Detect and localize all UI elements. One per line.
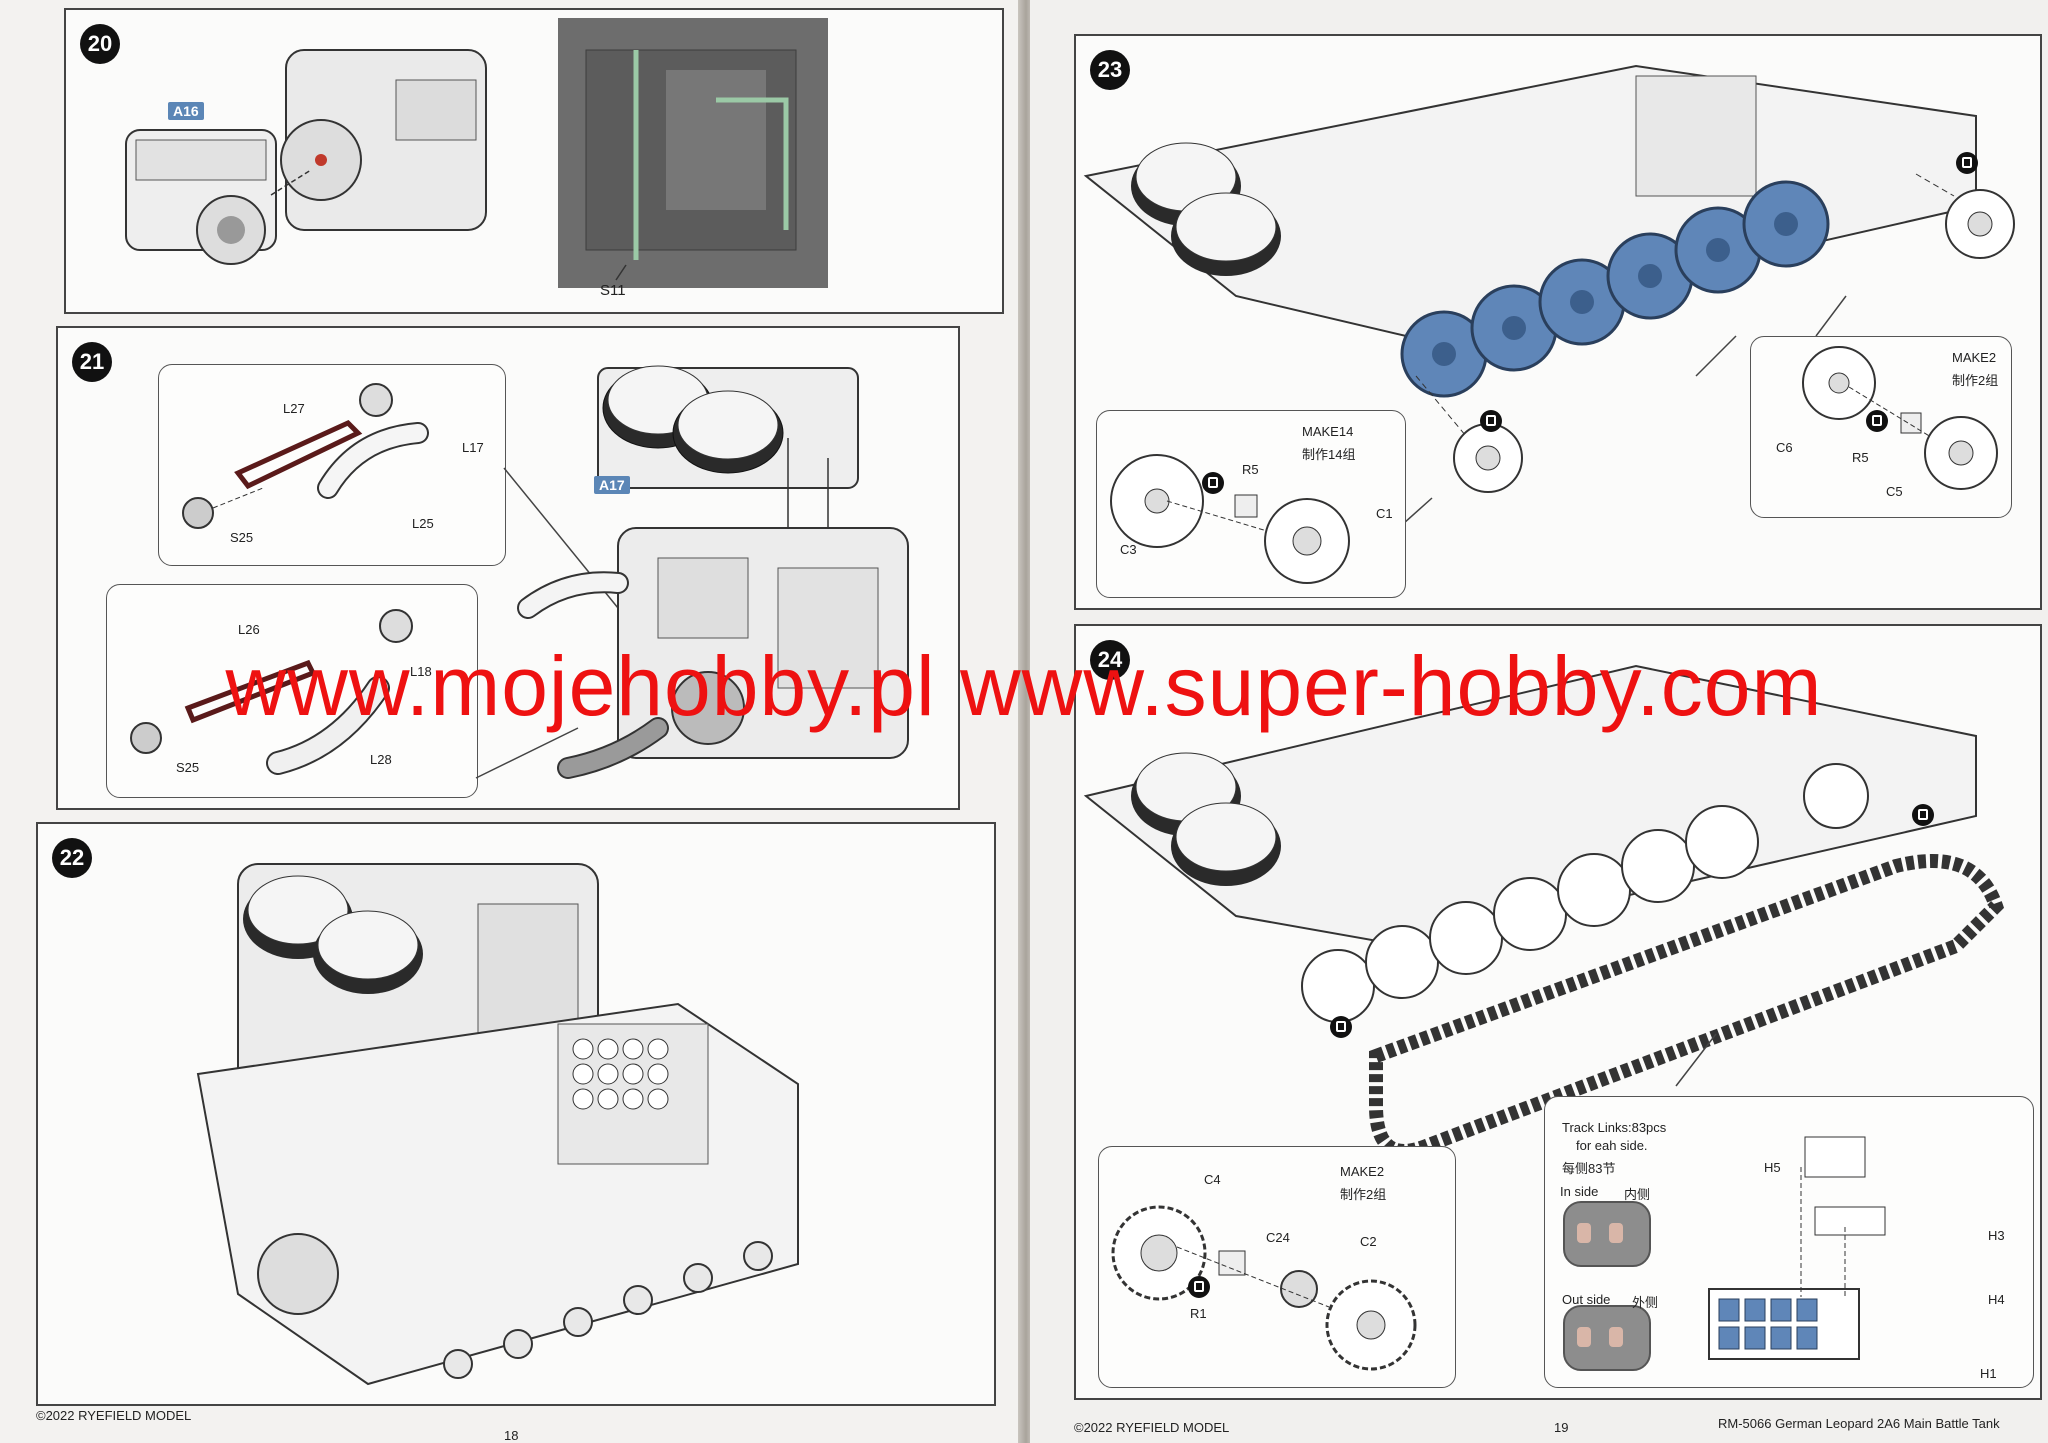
in-side-cn-label: 内侧 <box>1624 1187 1651 1202</box>
part-label-c4: C4 <box>1204 1172 1221 1187</box>
page-number: 19 <box>1554 1420 1569 1435</box>
make2-cn-label: 制作2组 <box>1952 373 1999 388</box>
step-20-panel: 20 A16 S11 <box>64 8 1004 314</box>
cement-icon <box>1188 1276 1210 1298</box>
watermark-text: www.mojehobby.pl www.super-hobby.com <box>225 639 1823 733</box>
part-label-c24: C24 <box>1266 1230 1290 1245</box>
make14-label: MAKE14 <box>1302 424 1354 439</box>
step-number: 24 <box>1090 640 1130 680</box>
sprocket-make2-label: MAKE2 <box>1340 1164 1385 1179</box>
part-label-l28: L28 <box>370 752 392 767</box>
track-link-inside-sample <box>1563 1201 1651 1267</box>
step-number: 23 <box>1090 50 1130 90</box>
cement-icon <box>1480 410 1502 432</box>
callout-sprocket-make2 <box>1098 1146 1456 1388</box>
road-wheels-illustration <box>1083 64 2015 567</box>
out-side-label: Out side <box>1562 1292 1611 1307</box>
part-label-r5: R5 <box>1242 462 1259 477</box>
track-links-count: Track Links:83pcs <box>1562 1120 1667 1135</box>
step-23-panel: 23 <box>1074 34 2042 610</box>
sprocket-make2-cn-label: 制作2组 <box>1340 1187 1387 1202</box>
part-label-c6: C6 <box>1776 440 1793 455</box>
cement-icon <box>1330 1016 1352 1038</box>
left-page: 20 A16 S11 21 <box>0 0 1022 1443</box>
part-label-l18: L18 <box>410 664 432 679</box>
callout-make2 <box>1750 336 2012 518</box>
part-label-h3: H3 <box>1988 1228 2005 1243</box>
step-22-panel: 22 <box>36 822 996 1406</box>
part-label-s25: S25 <box>230 530 254 545</box>
part-label-r1: R1 <box>1190 1306 1207 1321</box>
footer-product-title: RM-5066 German Leopard 2A6 Main Battle T… <box>1718 1416 2000 1431</box>
step-number: 22 <box>52 838 92 878</box>
step-number: 21 <box>72 342 112 382</box>
step-24-panel: 24 <box>1074 624 2042 1400</box>
hull-engine-install-illustration <box>196 863 799 1386</box>
cement-icon <box>1912 804 1934 826</box>
track-links-cn: 每侧83节 <box>1562 1161 1616 1176</box>
out-side-cn-label: 外侧 <box>1632 1295 1659 1310</box>
track-links-sub: for eah side. <box>1576 1138 1648 1153</box>
step-number: 20 <box>80 24 120 64</box>
part-label-c5: C5 <box>1886 484 1903 499</box>
footer-copyright: ©2022 RYEFIELD MODEL <box>36 1408 192 1423</box>
part-label-l17: L17 <box>462 440 484 455</box>
in-side-label: In side <box>1560 1184 1599 1199</box>
part-label-h4: H4 <box>1988 1292 2005 1307</box>
right-page: 23 <box>1030 0 2048 1443</box>
part-label-r5: R5 <box>1852 450 1869 465</box>
track-link-outside-sample <box>1563 1305 1651 1371</box>
callout-track-links <box>1544 1096 2034 1388</box>
cement-icon <box>1866 410 1888 432</box>
part-label-s25: S25 <box>176 760 200 775</box>
callout-top <box>158 364 506 566</box>
part-label-l26: L26 <box>238 622 260 637</box>
part-label-c2: C2 <box>1360 1234 1377 1249</box>
part-label-s11: S11 <box>600 282 626 299</box>
footer-copyright: ©2022 RYEFIELD MODEL <box>1074 1420 1230 1435</box>
engine-illustration <box>125 18 828 288</box>
part-label-a17: A17 <box>594 476 630 494</box>
part-label-h5: H5 <box>1764 1160 1781 1175</box>
hose-assembly-illustration <box>130 365 909 779</box>
part-label-h1: H1 <box>1980 1366 1997 1381</box>
make2-label: MAKE2 <box>1952 350 1997 365</box>
make14-cn-label: 制作14组 <box>1302 447 1356 462</box>
part-label-a16: A16 <box>168 102 204 120</box>
callout-make14 <box>1096 410 1406 598</box>
page-number: 18 <box>504 1428 519 1443</box>
cement-icon <box>1202 472 1224 494</box>
part-label-l25: L25 <box>412 516 434 531</box>
part-label-c3: C3 <box>1120 542 1137 557</box>
part-label-c1: C1 <box>1376 506 1393 521</box>
cement-icon <box>1956 152 1978 174</box>
part-label-l27: L27 <box>283 401 305 416</box>
step-21-panel: 21 <box>56 326 960 810</box>
